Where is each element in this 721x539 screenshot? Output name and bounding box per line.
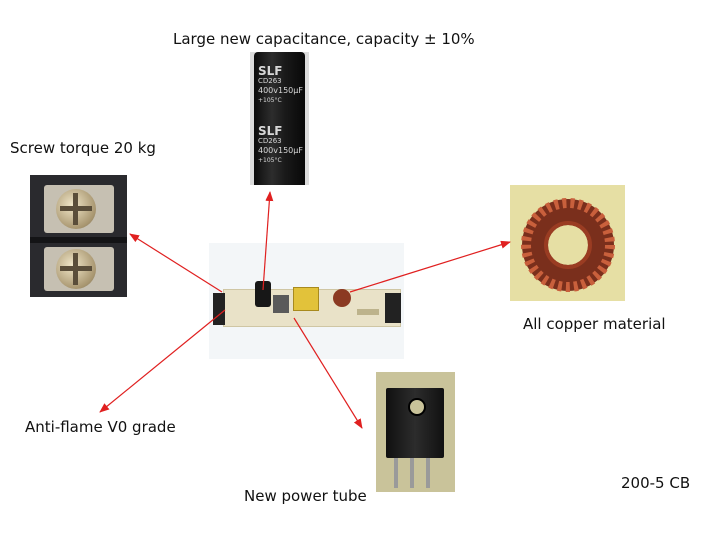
arrow-to-flame [99, 309, 226, 413]
arrow-to-capacitor [262, 191, 274, 291]
capacitor-series-2: CD263 [258, 137, 282, 145]
power-tube-hole [408, 398, 426, 416]
capacitor-print-2: SLF CD263 400v150μF +105°C [258, 124, 304, 166]
pcb-transformer [293, 287, 319, 311]
screw-label: Screw torque 20 kg [10, 139, 156, 157]
capacitor-print-1: SLF CD263 400v150μF +105°C [258, 64, 304, 106]
capacitor-rating: 400v150μF [258, 86, 303, 95]
arrow-to-tube [293, 317, 363, 429]
power-tube-leads [394, 458, 436, 488]
arrow-to-screw [129, 233, 223, 293]
capacitor-temp-2: +105°C [258, 157, 282, 164]
copper-coil-photo [510, 185, 625, 301]
screw-bottom-slot-v [73, 253, 78, 285]
pcb-capacitor [255, 281, 271, 307]
capacitor-temp: +105°C [258, 97, 282, 104]
power-tube-photo [376, 372, 455, 492]
arrow-to-coil [349, 240, 511, 293]
pcb-resistor [357, 309, 379, 315]
pcb-components [273, 295, 289, 313]
pcb-coil [333, 289, 351, 307]
terminal-divider [30, 237, 127, 243]
capacitor-brand: SLF [258, 64, 283, 78]
capacitor-series: CD263 [258, 77, 282, 85]
capacitor-body [254, 52, 305, 185]
pcb-board-photo [209, 243, 404, 359]
copper-label: All copper material [523, 315, 666, 333]
capacitor-photo: SLF CD263 400v150μF +105°C SLF CD263 400… [250, 52, 309, 185]
flame-label: Anti-flame V0 grade [25, 418, 176, 436]
capacitor-brand-2: SLF [258, 124, 283, 138]
pcb-terminal-right [385, 293, 401, 323]
terminal-block-photo [30, 175, 127, 297]
model-label: 200-5 CB [621, 474, 691, 492]
tube-label: New power tube [244, 487, 367, 505]
capacitor-rating-2: 400v150μF [258, 146, 303, 155]
screw-top-slot-v [73, 193, 78, 225]
coil-drawing [521, 198, 615, 292]
capacitor-label: Large new capacitance, capacity ± 10% [173, 30, 475, 48]
